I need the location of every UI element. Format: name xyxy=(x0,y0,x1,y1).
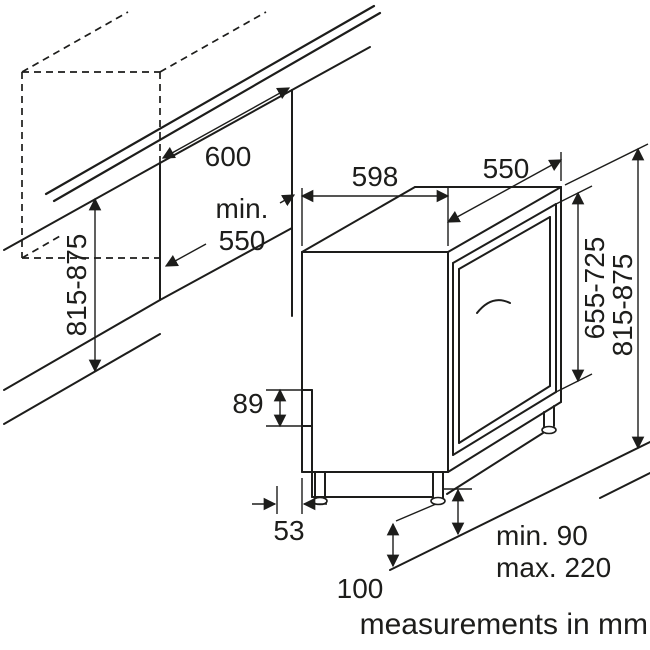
dim-niche-width: 600 xyxy=(161,87,291,172)
floor-lines-left xyxy=(3,299,161,425)
dim-niche-width-label: 600 xyxy=(205,141,252,172)
dim-appliance-width-label: 598 xyxy=(352,161,399,192)
dim-appliance-height: 815-875 xyxy=(564,143,649,450)
dim-niche-depth-min-label: min. xyxy=(216,193,269,224)
dim-base-offset: 53 xyxy=(252,478,327,546)
dim-niche-height: 815-875 xyxy=(61,197,102,373)
appliance-feet xyxy=(312,405,557,506)
dim-appliance-height-label: 815-875 xyxy=(607,254,638,357)
dim-appliance-depth: 550 xyxy=(446,152,563,223)
dim-niche-depth: min. 550 xyxy=(164,193,296,267)
dim-foot-clearance-label: 100 xyxy=(337,573,384,604)
dim-door-height-label: 655-725 xyxy=(579,237,610,340)
dim-door-height: 655-725 xyxy=(555,185,610,393)
dim-plinth-min-label: min. 90 xyxy=(496,520,588,551)
dim-base-offset-label: 53 xyxy=(273,515,304,546)
dishwasher-door xyxy=(452,203,557,456)
dim-plinth-height: min. 90 max. 220 xyxy=(444,488,611,583)
dim-foot-clearance: 100 xyxy=(337,503,437,604)
dim-base-height-label: 89 xyxy=(232,388,263,419)
floor-lines-right xyxy=(389,441,650,571)
dim-appliance-depth-label: 550 xyxy=(483,153,530,184)
dim-niche-depth-value-label: 550 xyxy=(219,225,266,256)
dim-appliance-width: 598 xyxy=(300,161,450,246)
dim-plinth-max-label: max. 220 xyxy=(496,552,611,583)
worktop-lines xyxy=(3,4,382,251)
dim-base-height: 89 xyxy=(232,388,303,428)
door-handle xyxy=(476,299,511,314)
cabinet-dashed-outline xyxy=(21,11,267,259)
dim-niche-height-label: 815-875 xyxy=(61,234,92,337)
measurements-caption: measurements in mm xyxy=(360,608,648,641)
